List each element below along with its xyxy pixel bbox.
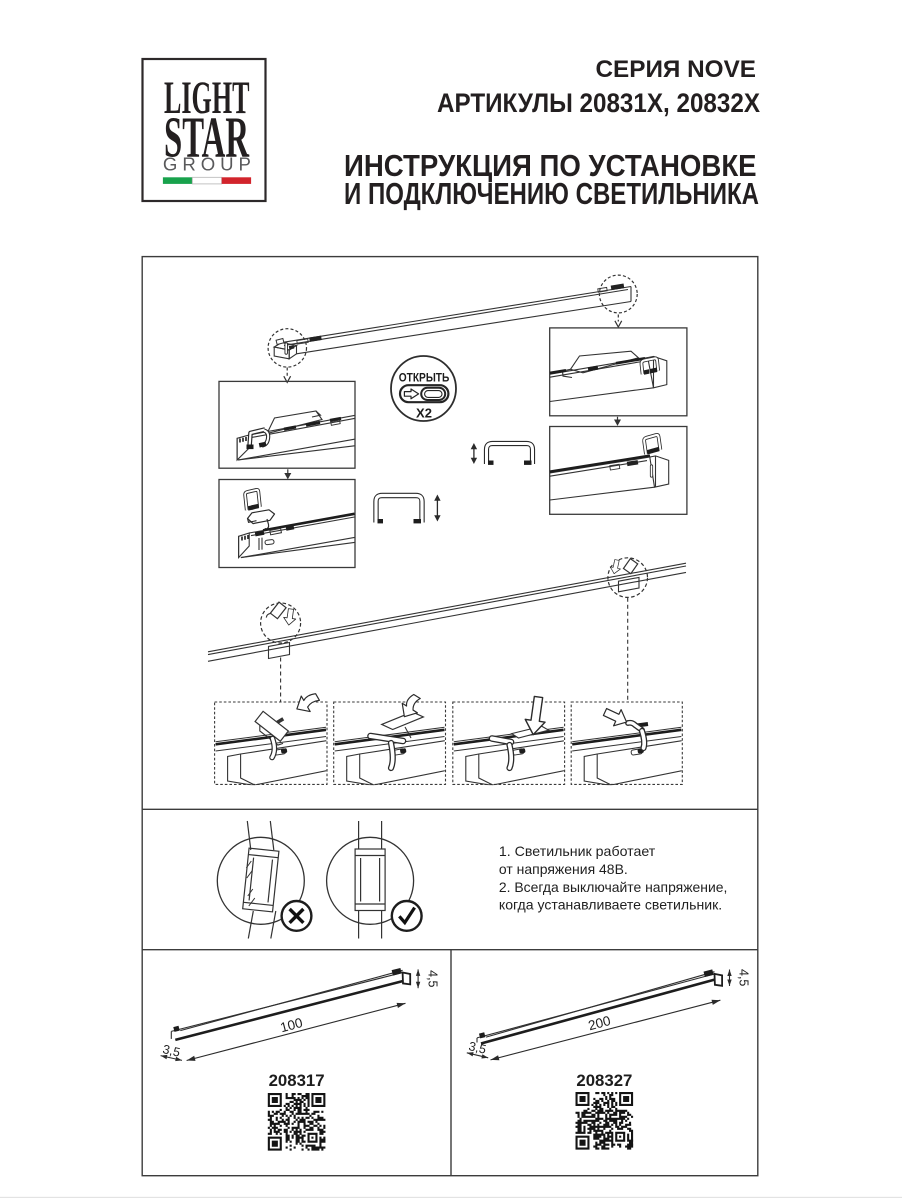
svg-text:от напряжения 48В.: от напряжения 48В. <box>499 861 628 877</box>
svg-text:4,5: 4,5 <box>737 969 751 986</box>
svg-text:3,5: 3,5 <box>161 1042 181 1060</box>
svg-text:208317: 208317 <box>269 1071 325 1090</box>
svg-text:3,5: 3,5 <box>467 1039 487 1057</box>
svg-text:АРТИКУЛЫ 20831Х, 20832Х: АРТИКУЛЫ 20831Х, 20832Х <box>437 88 760 118</box>
svg-text:STAR: STAR <box>164 105 250 170</box>
svg-text:4,5: 4,5 <box>425 970 439 987</box>
svg-text:2. Всегда выключайте напряжени: 2. Всегда выключайте напряжение, <box>499 879 728 895</box>
svg-text:200: 200 <box>587 1013 613 1033</box>
svg-text:LIGHT: LIGHT <box>164 72 250 124</box>
svg-text:1. Светильник работает: 1. Светильник работает <box>499 843 656 859</box>
svg-text:208327: 208327 <box>576 1071 632 1090</box>
svg-text:100: 100 <box>279 1015 305 1035</box>
svg-text:GROUP: GROUP <box>163 154 251 175</box>
svg-text:И ПОДКЛЮЧЕНИЮ СВЕТИЛЬНИКА: И ПОДКЛЮЧЕНИЮ СВЕТИЛЬНИКА <box>344 177 759 211</box>
svg-text:X2: X2 <box>416 405 432 420</box>
svg-text:СЕРИЯ NOVE: СЕРИЯ NOVE <box>596 56 757 83</box>
svg-text:когда устанавливаете светильни: когда устанавливаете светильник. <box>499 897 722 913</box>
svg-text:ИНСТРУКЦИЯ ПО УСТАНОВКЕ: ИНСТРУКЦИЯ ПО УСТАНОВКЕ <box>344 149 757 183</box>
svg-text:ОТКРЫТЬ: ОТКРЫТЬ <box>399 371 450 385</box>
